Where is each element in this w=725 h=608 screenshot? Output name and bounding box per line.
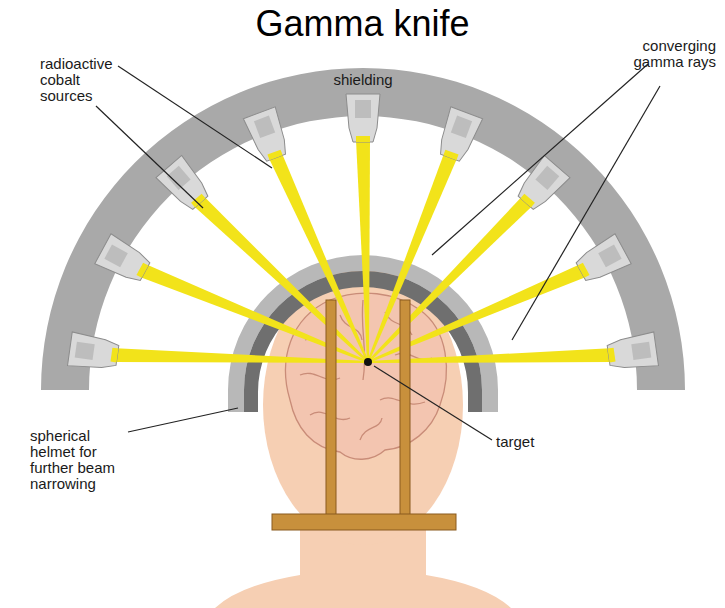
leader-lines bbox=[96, 64, 660, 440]
source-housing bbox=[434, 107, 483, 164]
source-tip bbox=[356, 136, 370, 142]
gamma-beam bbox=[367, 197, 532, 363]
source-tip bbox=[608, 348, 616, 363]
cobalt-source bbox=[243, 107, 292, 164]
cobalt-source bbox=[573, 234, 631, 287]
part-label: shielding bbox=[320, 72, 406, 88]
source-core bbox=[75, 342, 95, 360]
target-dot bbox=[364, 358, 372, 366]
gamma-beam bbox=[269, 153, 369, 362]
source-core bbox=[535, 166, 559, 190]
source-tip bbox=[443, 150, 458, 161]
source-housing bbox=[95, 234, 153, 287]
title: Gamma knife bbox=[0, 4, 725, 44]
gamma-beam bbox=[356, 140, 370, 362]
stereotactic-frame bbox=[272, 300, 456, 530]
source-core bbox=[598, 245, 621, 268]
callout-label: radioactive cobalt sources bbox=[40, 56, 126, 104]
source-tip bbox=[110, 348, 118, 363]
source-tip bbox=[520, 194, 535, 208]
source-housing bbox=[68, 332, 120, 372]
source-tip bbox=[191, 194, 206, 208]
source-housing bbox=[346, 94, 380, 142]
source-housing bbox=[606, 332, 658, 372]
cobalt-source bbox=[346, 94, 380, 142]
callout-label: spherical helmet for further beam narrow… bbox=[30, 428, 126, 492]
source-housing bbox=[243, 107, 292, 164]
cobalt-sources bbox=[68, 94, 659, 372]
source-core bbox=[167, 166, 191, 190]
cobalt-source bbox=[68, 332, 120, 372]
source-core bbox=[631, 342, 651, 360]
gamma-beam bbox=[194, 197, 369, 363]
callout-label: target bbox=[496, 434, 566, 450]
cobalt-source bbox=[513, 155, 570, 214]
cobalt-source bbox=[606, 332, 658, 372]
source-housing bbox=[513, 155, 570, 214]
cobalt-source bbox=[95, 234, 153, 287]
source-core bbox=[104, 245, 127, 268]
source-housing bbox=[156, 155, 213, 214]
source-tip bbox=[136, 263, 148, 278]
source-core bbox=[254, 116, 275, 138]
source-core bbox=[451, 116, 472, 138]
source-tip bbox=[267, 150, 282, 161]
cobalt-source bbox=[156, 155, 213, 214]
source-core bbox=[355, 100, 371, 118]
callout-label: converging gamma rays bbox=[632, 38, 716, 70]
source-housing bbox=[573, 234, 631, 287]
cobalt-source bbox=[434, 107, 483, 164]
gamma-beams bbox=[115, 140, 612, 363]
source-tip bbox=[578, 263, 590, 278]
